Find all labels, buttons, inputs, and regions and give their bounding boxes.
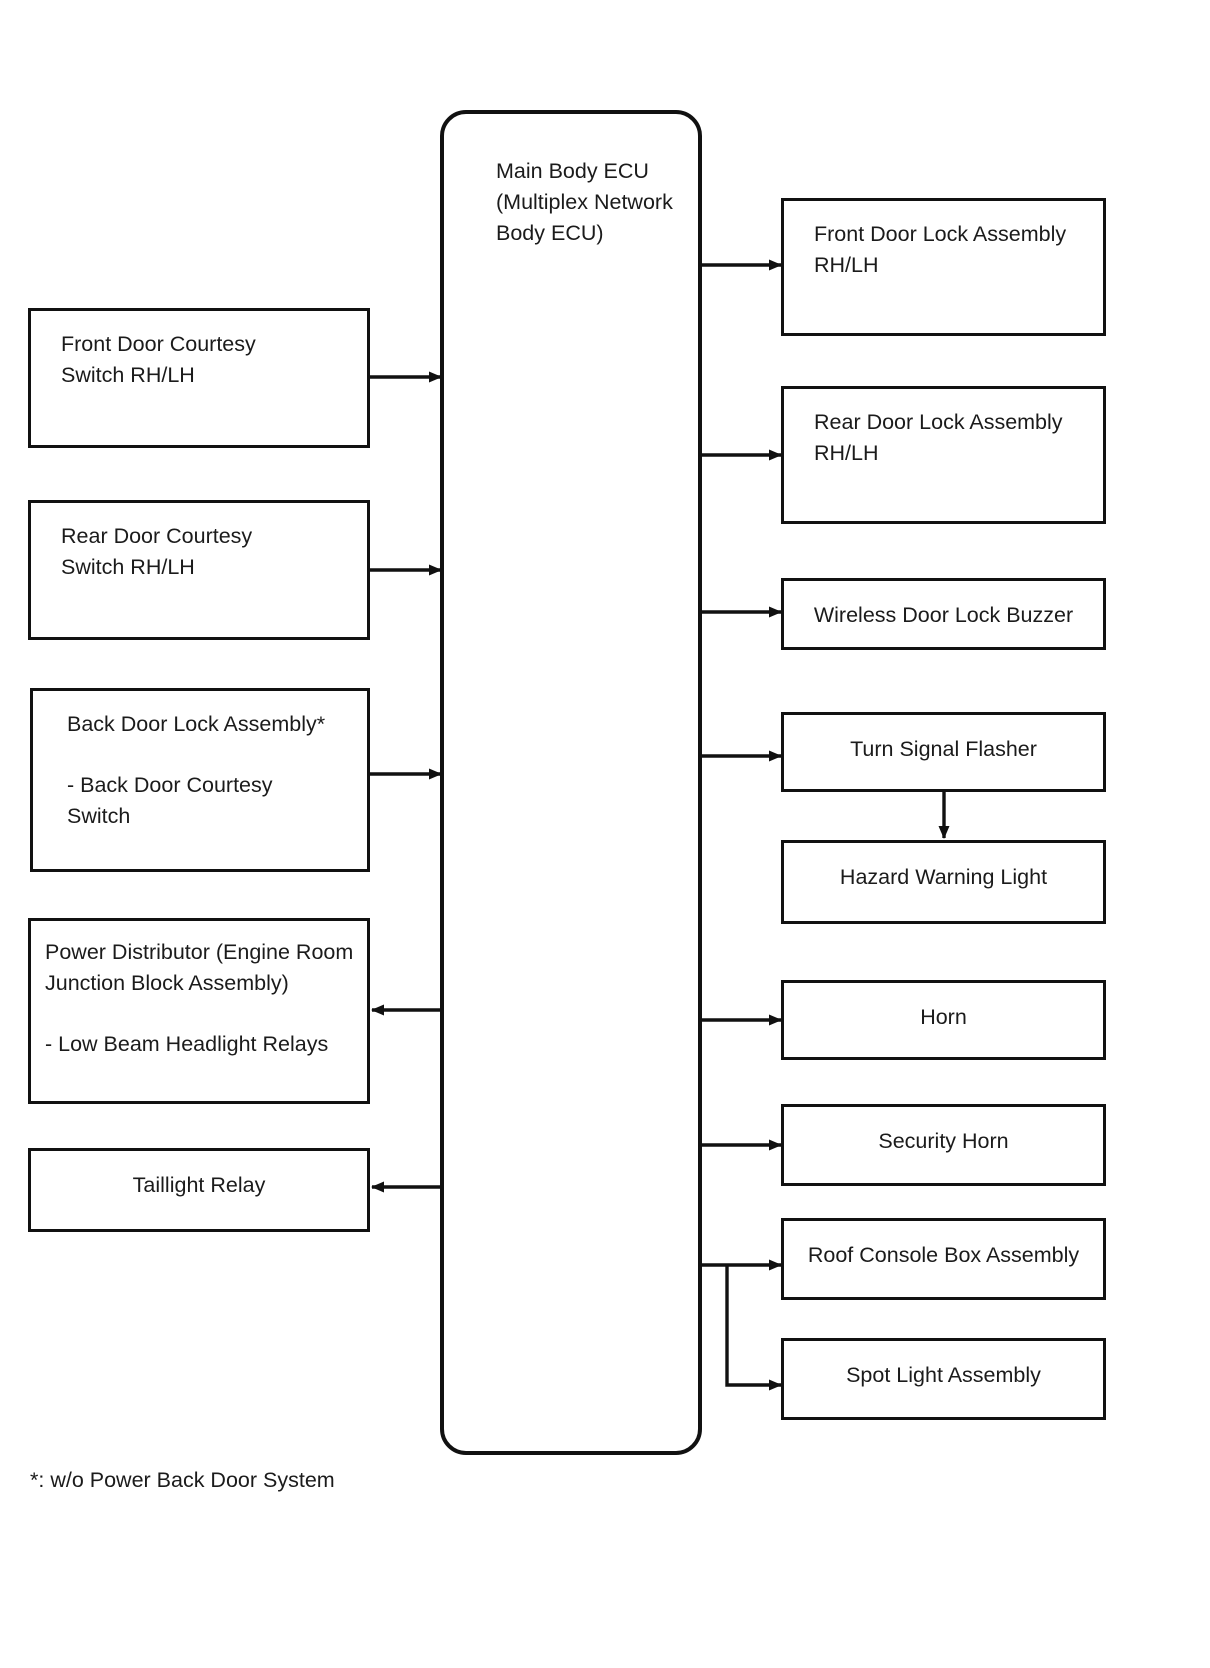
rear-door-lock-assembly-label: Rear Door Lock Assembly RH/LH xyxy=(814,410,1063,465)
front-door-courtesy-switch-block: Front Door Courtesy Switch RH/LH xyxy=(28,308,370,448)
turn-signal-flasher-label: Turn Signal Flasher xyxy=(850,737,1037,761)
hazard-warning-light-block: Hazard Warning Light xyxy=(781,840,1106,924)
wireless-door-lock-buzzer-label: Wireless Door Lock Buzzer xyxy=(813,603,1074,627)
rear-door-lock-assembly-block: Rear Door Lock Assembly RH/LH xyxy=(781,386,1106,524)
taillight-relay-label: Taillight Relay xyxy=(132,1173,266,1197)
turn-signal-flasher-block: Turn Signal Flasher xyxy=(781,712,1106,792)
rear-door-courtesy-switch-block: Rear Door Courtesy Switch RH/LH xyxy=(28,500,370,640)
back-door-lock-assembly-block: Back Door Lock Assembly* - Back Door Cou… xyxy=(30,688,370,872)
security-horn-block: Security Horn xyxy=(781,1104,1106,1186)
back-door-lock-assembly-label: Back Door Lock Assembly* - Back Door Cou… xyxy=(67,712,326,828)
rear-door-courtesy-switch-label: Rear Door Courtesy Switch RH/LH xyxy=(61,524,253,579)
footnote-text: *: w/o Power Back Door System xyxy=(30,1468,335,1492)
horn-block: Horn xyxy=(781,980,1106,1060)
front-door-lock-assembly-label: Front Door Lock Assembly RH/LH xyxy=(814,222,1067,277)
main-body-ecu-block: Main Body ECU (Multiplex Network Body EC… xyxy=(440,110,702,1455)
horn-label: Horn xyxy=(920,1005,967,1029)
spot-light-assembly-block: Spot Light Assembly xyxy=(781,1338,1106,1420)
power-distributor-label: Power Distributor (Engine Room Junction … xyxy=(45,940,354,1056)
power-distributor-block: Power Distributor (Engine Room Junction … xyxy=(28,918,370,1104)
hazard-warning-light-label: Hazard Warning Light xyxy=(839,865,1048,889)
wireless-door-lock-buzzer-block: Wireless Door Lock Buzzer xyxy=(781,578,1106,650)
front-door-courtesy-switch-label: Front Door Courtesy Switch RH/LH xyxy=(61,332,256,387)
main-body-ecu-label: Main Body ECU (Multiplex Network Body EC… xyxy=(496,159,673,246)
security-horn-label: Security Horn xyxy=(878,1129,1009,1153)
roof-console-box-assembly-block: Roof Console Box Assembly xyxy=(781,1218,1106,1300)
spot-light-assembly-label: Spot Light Assembly xyxy=(846,1363,1041,1387)
roof-console-box-assembly-label: Roof Console Box Assembly xyxy=(807,1243,1080,1267)
taillight-relay-block: Taillight Relay xyxy=(28,1148,370,1232)
front-door-lock-assembly-block: Front Door Lock Assembly RH/LH xyxy=(781,198,1106,336)
